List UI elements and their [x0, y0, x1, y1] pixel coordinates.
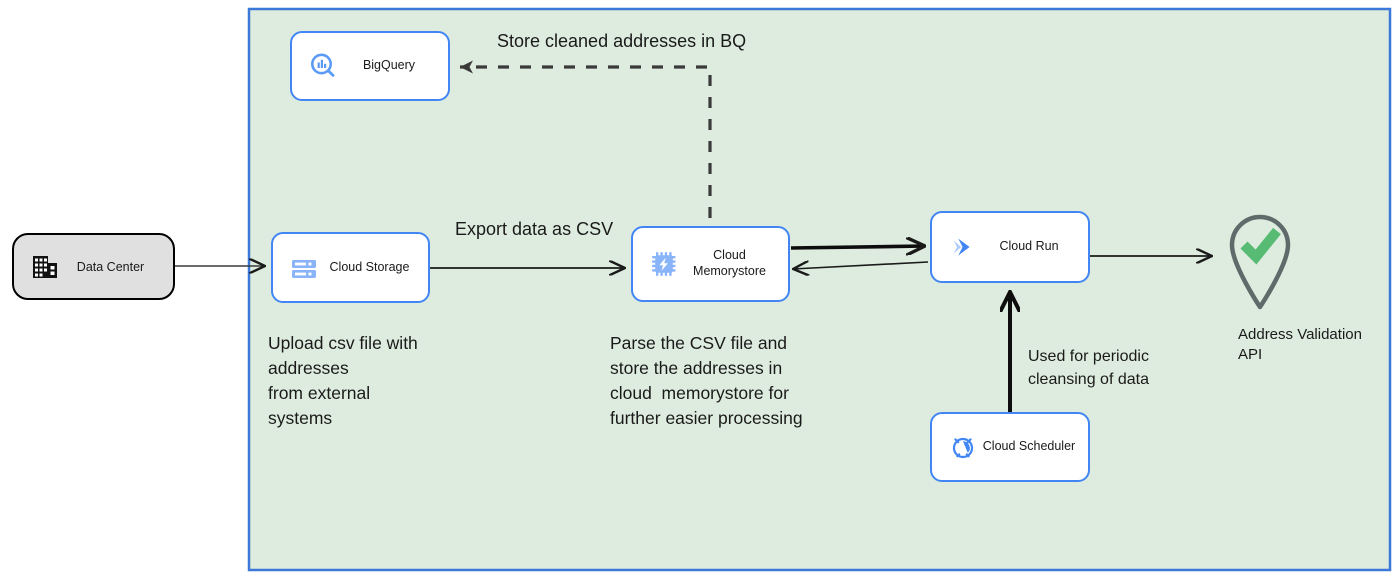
node-cloud-scheduler-label: Cloud Scheduler	[982, 439, 1076, 454]
caption-scheduler: Used for periodic cleansing of data	[1028, 348, 1149, 388]
node-bigquery[interactable]: BigQuery	[290, 31, 450, 101]
node-cloud-storage-label: Cloud Storage	[329, 259, 410, 274]
cloud-storage-icon	[289, 253, 319, 283]
edge-memorystore-to-bigquery	[460, 60, 712, 218]
node-cloud-scheduler[interactable]: Cloud Scheduler	[930, 412, 1090, 482]
node-cloud-memorystore-label: Cloud Memorystore	[693, 248, 766, 278]
node-data-center[interactable]: Data Center	[12, 233, 175, 300]
edge-memorystore-to-cloudrun	[790, 246, 925, 248]
caption-upload-csv: Upload csv file with addresses from exte…	[268, 333, 418, 428]
edge-label-export-csv: Export data as CSV	[455, 219, 614, 239]
office-building-icon	[30, 252, 60, 282]
node-data-center-label: Data Center	[76, 259, 145, 274]
node-address-validation-api[interactable]	[1216, 203, 1304, 313]
edge-label-store-in-bq: Store cleaned addresses in BQ	[497, 31, 747, 51]
cloud-memorystore-icon	[649, 249, 679, 279]
caption-parse-csv: Parse the CSV file and store the address…	[610, 333, 803, 428]
node-cloud-memorystore[interactable]: Cloud Memorystore	[631, 226, 790, 302]
node-cloud-run[interactable]: Cloud Run	[930, 211, 1090, 283]
map-pin-check-icon	[1229, 214, 1291, 310]
cloud-boundary	[247, 7, 1392, 572]
node-cloud-run-label: Cloud Run	[999, 239, 1059, 254]
cloud-run-icon	[948, 232, 978, 262]
bigquery-icon	[308, 51, 338, 81]
node-cloud-storage[interactable]: Cloud Storage	[271, 232, 430, 303]
address-validation-api-label: Address Validation API	[1238, 326, 1362, 364]
node-bigquery-label: BigQuery	[362, 58, 416, 73]
edge-cloudrun-to-memorystore	[793, 262, 929, 269]
cloud-scheduler-icon	[948, 432, 978, 462]
